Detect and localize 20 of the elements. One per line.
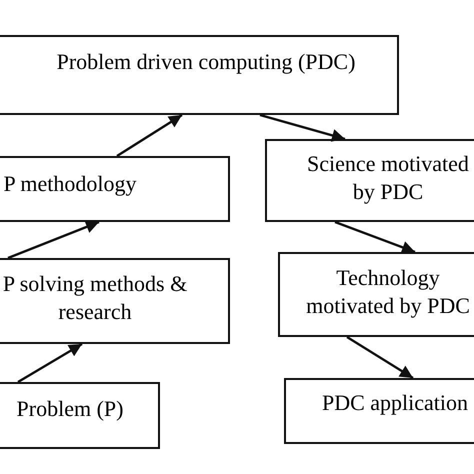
arrow xyxy=(8,220,100,260)
step-label: P methodology xyxy=(3,170,137,198)
arrow xyxy=(260,114,346,142)
process-box xyxy=(0,156,230,222)
arrow xyxy=(116,114,183,158)
step-label: PDC application xyxy=(322,389,468,416)
process-box xyxy=(0,382,160,449)
step-label: Problem (P) xyxy=(16,395,124,422)
process-box xyxy=(0,258,230,344)
arrow xyxy=(346,336,414,380)
arrow xyxy=(334,220,416,254)
process-box xyxy=(265,139,474,222)
arrow xyxy=(17,342,83,384)
process-box xyxy=(284,378,474,444)
step-label: Technology motivated by PDC xyxy=(305,264,471,319)
step-label: Problem driven computing (PDC) xyxy=(56,48,356,76)
step-label: Science motivated by PDC xyxy=(306,150,470,205)
process-box xyxy=(0,35,399,115)
process-box xyxy=(278,252,474,337)
step-label: P solving methods & research xyxy=(2,270,188,325)
